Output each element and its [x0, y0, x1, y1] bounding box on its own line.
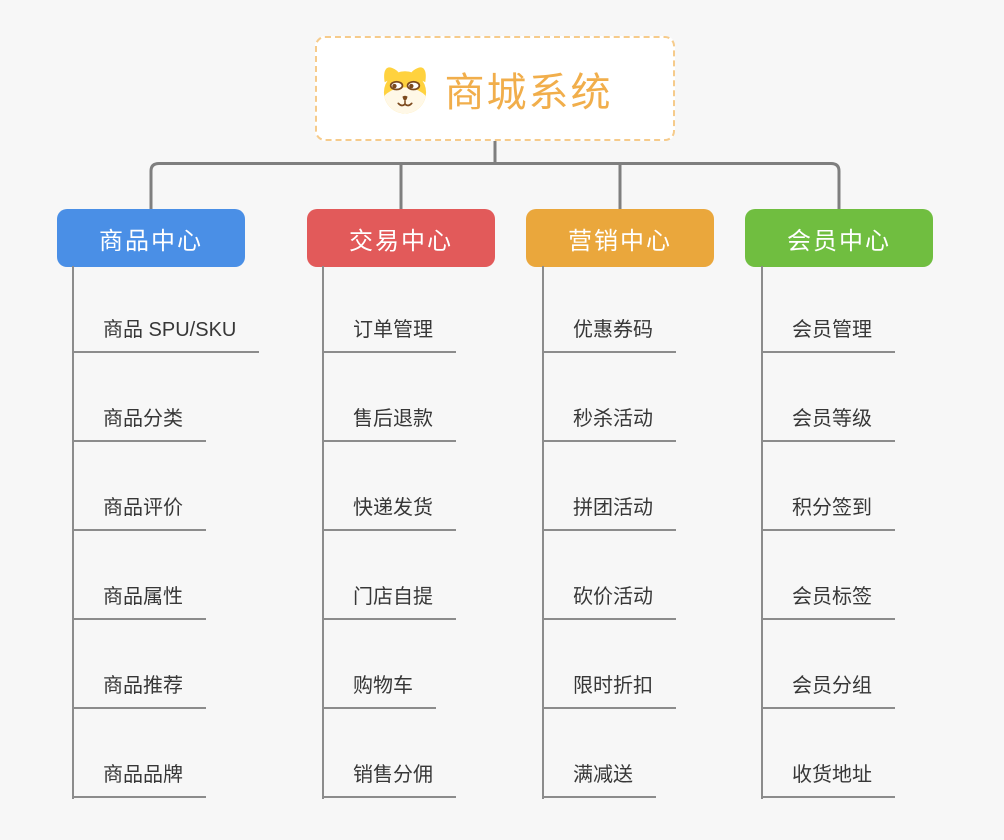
branch-node-trade[interactable]: 交易中心: [307, 209, 495, 267]
leaf-node[interactable]: 购物车: [322, 673, 436, 709]
leaf-node[interactable]: 商品 SPU/SKU: [72, 317, 260, 353]
branch-node-product[interactable]: 商品中心: [57, 209, 245, 267]
root-node[interactable]: 商城系统: [315, 36, 675, 141]
branch-node-member[interactable]: 会员中心: [745, 209, 933, 267]
leaf-node[interactable]: 优惠券码: [542, 317, 676, 353]
leaf-node[interactable]: 销售分佣: [322, 762, 456, 798]
leaf-node[interactable]: 限时折扣: [542, 673, 676, 709]
connector-bus: [149, 162, 841, 210]
leaf-node[interactable]: 秒杀活动: [542, 406, 676, 442]
shiba-dog-icon: [383, 66, 426, 113]
leaf-node[interactable]: 商品属性: [72, 584, 206, 620]
leaf-node[interactable]: 订单管理: [322, 317, 456, 353]
connector-trunk-marketing: [542, 266, 544, 799]
leaf-node[interactable]: 售后退款: [322, 406, 456, 442]
leaf-node[interactable]: 会员等级: [761, 406, 895, 442]
leaf-node[interactable]: 砍价活动: [542, 584, 676, 620]
root-title: 商城系统: [444, 70, 613, 115]
leaf-node[interactable]: 快递发货: [322, 495, 456, 531]
branch-node-marketing[interactable]: 营销中心: [526, 209, 714, 267]
leaf-node[interactable]: 商品品牌: [72, 762, 206, 798]
leaf-node[interactable]: 商品评价: [72, 495, 206, 531]
leaf-node[interactable]: 商品分类: [72, 406, 206, 442]
leaf-node[interactable]: 门店自提: [322, 584, 456, 620]
connector-trunk-member: [761, 266, 763, 799]
leaf-node[interactable]: 收货地址: [761, 762, 895, 798]
leaf-node[interactable]: 会员管理: [761, 317, 895, 353]
connector-trunk-product: [72, 266, 74, 799]
leaf-node[interactable]: 积分签到: [761, 495, 895, 531]
leaf-node[interactable]: 会员分组: [761, 673, 895, 709]
connector-trunk-trade: [322, 266, 324, 799]
leaf-node[interactable]: 拼团活动: [542, 495, 676, 531]
leaf-node[interactable]: 商品推荐: [72, 673, 206, 709]
leaf-node[interactable]: 会员标签: [761, 584, 895, 620]
leaf-node[interactable]: 满减送: [542, 762, 656, 798]
